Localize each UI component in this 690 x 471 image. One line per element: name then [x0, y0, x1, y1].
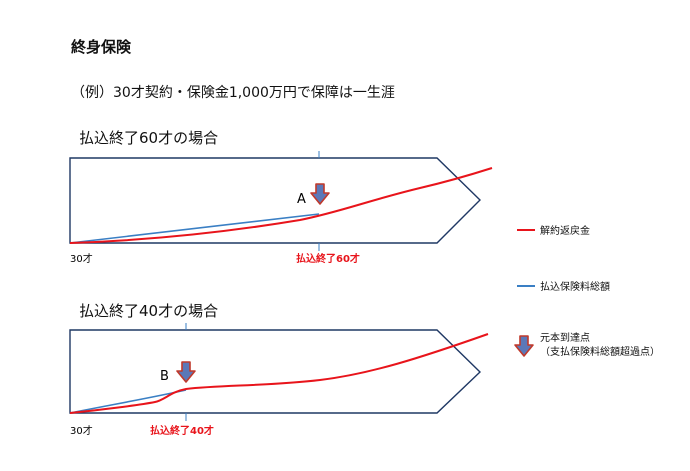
panel-60-marker: A [297, 192, 306, 207]
panel-60: A 30才 払込終了60才 [69, 151, 493, 265]
example-text: （例）30才契約・保険金1,000万円で保障は一生涯 [71, 85, 395, 101]
panel-60-end-label: 払込終了60才 [296, 252, 360, 265]
panel-60-title: 払込終了60才の場合 [79, 129, 219, 147]
panel-60-outline [69, 157, 481, 244]
panel-40-end-label: 払込終了40才 [150, 424, 214, 437]
panel-60-start-age: 30才 [70, 252, 93, 265]
panel-40-outline [69, 329, 482, 414]
legend-breakeven-arrow-icon [514, 335, 534, 357]
legend-breakeven-note: （支払保険料総額超過点） [540, 345, 660, 358]
panel-40-title: 払込終了40才の場合 [79, 302, 219, 320]
panel-40-surrender-curve [69, 333, 489, 414]
panel-40: B 30才 払込終了40才 [69, 323, 489, 437]
legend-premium-label: 払込保険料総額 [540, 280, 610, 293]
legend: 解約返戻金 払込保険料総額 元本到達点 （支払保険料総額超過点） [514, 224, 660, 358]
legend-surrender-label: 解約返戻金 [540, 224, 590, 237]
page-title: 終身保険 [71, 38, 132, 56]
panel-60-premium-line [69, 213, 320, 244]
panel-60-breakeven-arrow-icon [310, 183, 330, 205]
panel-40-marker: B [160, 369, 169, 384]
panel-40-start-age: 30才 [70, 424, 93, 437]
legend-breakeven-label: 元本到達点 [540, 331, 590, 344]
panel-40-premium-line [69, 389, 187, 414]
panel-40-breakeven-arrow-icon [176, 361, 196, 383]
panel-60-surrender-curve [69, 167, 493, 244]
